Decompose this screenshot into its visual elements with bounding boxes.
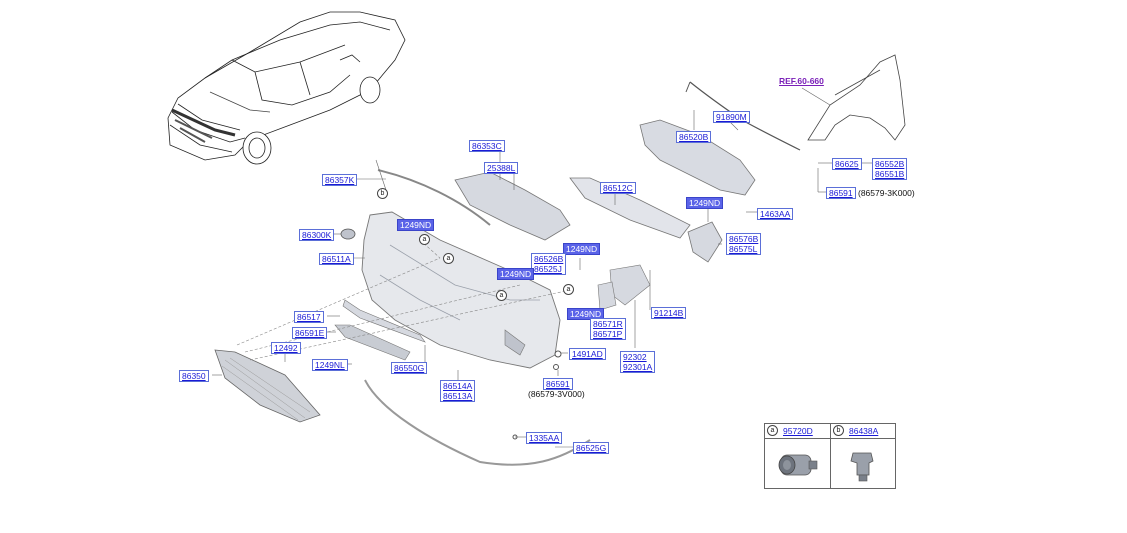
lower-garnish-part	[334, 324, 411, 361]
part-label-86575L[interactable]: 86575L	[729, 244, 758, 254]
lower-strip-part	[342, 299, 426, 343]
part-label-86552B[interactable]: 86552B	[875, 159, 905, 169]
callout-a: a	[563, 284, 574, 295]
part-label-86353C[interactable]: 86353C	[469, 140, 505, 152]
part-label-1249ND[interactable]: 1249ND	[397, 219, 435, 231]
part-label-86511A[interactable]: 86511A	[319, 253, 354, 265]
car-overview-illustration	[167, 11, 406, 165]
part-label-86550G[interactable]: 86550G	[391, 362, 428, 374]
legend-callout-b: b	[833, 425, 844, 436]
part-label-group-86514A: 86514A 86513A	[440, 380, 476, 402]
upper-shield-part	[639, 119, 756, 196]
part-label-86514A[interactable]: 86514A	[443, 381, 473, 391]
emblem-part	[340, 228, 356, 240]
part-label-group-86552B: 86552B 86551B	[872, 158, 908, 180]
callout-a: a	[496, 290, 507, 301]
clip-icon	[850, 452, 874, 482]
part-label-91890M[interactable]: 91890M	[713, 111, 750, 123]
legend-callout-a: a	[767, 425, 778, 436]
parking-sensor-icon	[778, 454, 818, 476]
part-label-1335AA[interactable]: 1335AA	[526, 432, 563, 444]
part-label-group-86576B: 86576B 86575L	[726, 233, 762, 255]
ref-link[interactable]: REF.60-660	[779, 76, 824, 86]
callout-b: b	[377, 188, 388, 199]
part-label-1249ND[interactable]: 1249ND	[563, 243, 601, 255]
part-label-86591[interactable]: 86591	[543, 378, 573, 390]
legend-column-a: a 95720D	[765, 424, 830, 488]
callout-a: a	[443, 253, 454, 264]
part-label-86576B[interactable]: 86576B	[729, 234, 759, 244]
part-label-25388L[interactable]: 25388L	[484, 162, 519, 174]
part-label-92302[interactable]: 92302	[623, 352, 647, 362]
part-label-86551B[interactable]: 86551B	[875, 169, 905, 179]
part-label-86357K[interactable]: 86357K	[322, 174, 358, 186]
upper-cover-part	[454, 171, 571, 241]
part-label-group-86526B: 86526B 86525J	[531, 253, 567, 275]
part-label-1491AD[interactable]: 1491AD	[569, 348, 606, 360]
legend-box: a 95720D b 86438A	[764, 423, 896, 489]
part-label-12492[interactable]: 12492	[271, 342, 301, 354]
note-86579-3V000: (86579-3V000)	[528, 389, 585, 399]
molding-strip-part	[377, 169, 491, 226]
part-label-86525G[interactable]: 86525G	[573, 442, 610, 454]
legend-part-86438A[interactable]: 86438A	[849, 426, 879, 436]
lower-lip-part	[364, 379, 591, 466]
part-label-86520B[interactable]: 86520B	[676, 131, 712, 143]
part-label-group-92302: 92302 92301A	[620, 351, 656, 373]
part-label-1249NL[interactable]: 1249NL	[312, 359, 348, 371]
part-label-1249ND[interactable]: 1249ND	[567, 308, 605, 320]
part-label-86512C[interactable]: 86512C	[600, 182, 636, 194]
callout-a: a	[419, 234, 430, 245]
sensor-bracket-part	[609, 264, 651, 306]
legend-part-95720D[interactable]: 95720D	[783, 426, 813, 436]
part-label-86517[interactable]: 86517	[294, 311, 324, 323]
part-label-91214B[interactable]: 91214B	[651, 307, 687, 319]
part-label-1463AA[interactable]: 1463AA	[757, 208, 794, 220]
part-label-92301A[interactable]: 92301A	[623, 362, 653, 372]
legend-column-b: b 86438A	[830, 424, 896, 488]
part-label-86591[interactable]: 86591	[826, 187, 856, 199]
note-86579-3K000: (86579-3K000)	[858, 188, 915, 198]
bumper-fascia-part	[361, 211, 561, 369]
part-label-86571P[interactable]: 86571P	[593, 329, 623, 339]
part-label-86591E[interactable]: 86591E	[292, 327, 328, 339]
part-label-1249ND[interactable]: 1249ND	[686, 197, 724, 209]
part-label-86571R[interactable]: 86571R	[593, 319, 623, 329]
grille-part	[214, 349, 321, 423]
part-label-1249ND[interactable]: 1249ND	[497, 268, 535, 280]
part-label-86513A[interactable]: 86513A	[443, 391, 473, 401]
fender-illustration	[807, 54, 906, 141]
part-label-86350[interactable]: 86350	[179, 370, 209, 382]
part-label-86300K[interactable]: 86300K	[299, 229, 335, 241]
part-label-86526B[interactable]: 86526B	[534, 254, 564, 264]
part-label-86525J[interactable]: 86525J	[534, 264, 562, 274]
part-label-group-86571R: 86571R 86571P	[590, 318, 626, 340]
part-label-86625[interactable]: 86625	[832, 158, 862, 170]
bracket-part	[687, 221, 723, 263]
